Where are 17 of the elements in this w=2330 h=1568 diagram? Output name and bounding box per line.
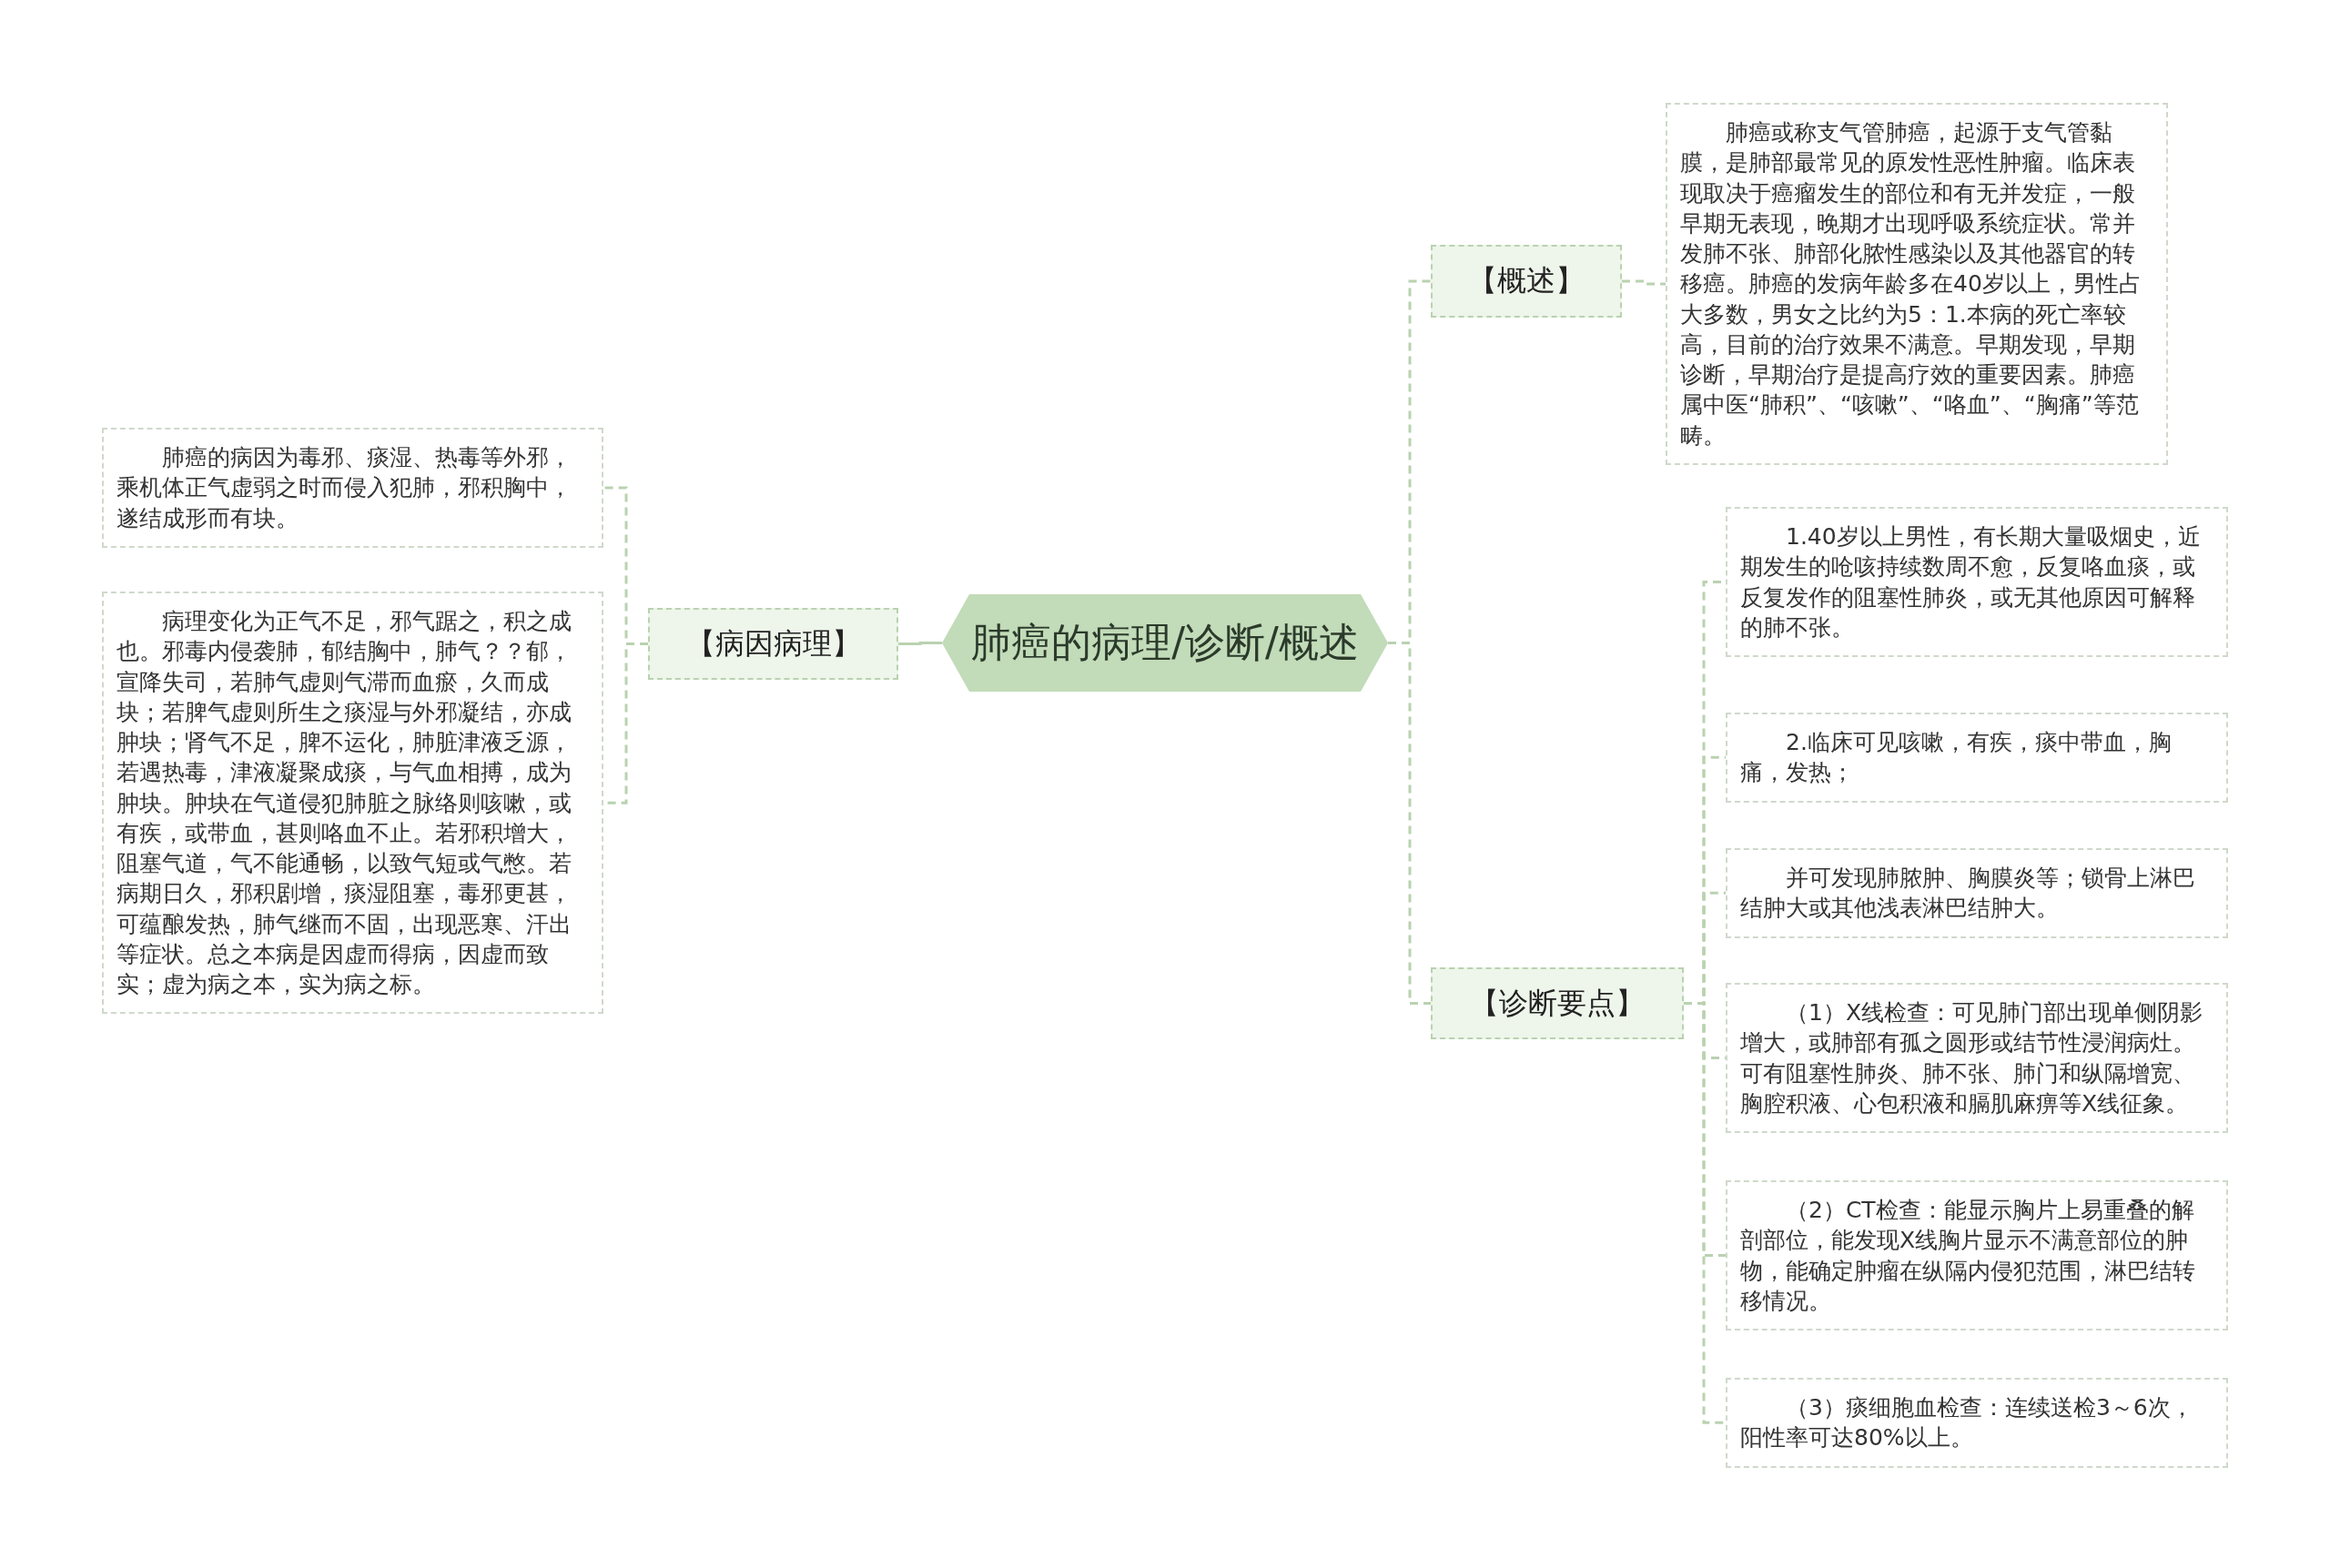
text-card: 病理变化为正气不足，邪气踞之，积之成也。邪毒内侵袭肺，郁结胸中，肺气？？郁，宣降失司，若肺气虚则气滞而血瘀，久而成块；若脾气虚则所生之痰湿与外邪凝结，亦成肿块；肾气不足，脾不运化，肺脏津液乏源，若遇热毒，津液凝聚成痰，与气血相搏，成为肿块。肿块在气道侵犯肺脏之脉络则咳嗽，或有疾，或带血，甚则咯血不止。若邪积增大，阻塞气道，气不能通畅，以致气短或气憋。若病期日久，邪积剧增，痰湿阻塞，毒邪更甚，可蕴酿发热，肺气继而不固，出现恶寒、汗出等症状。总之本病是因虚而得病，因虚而致实；虚为病之本，实为病之标。 — [102, 592, 603, 1015]
branch-topic: 【诊断要点】 — [1431, 967, 1684, 1039]
central-topic: 肺癌的病理/诊断/概述 — [942, 594, 1388, 692]
branch-topic: 【病因病理】 — [648, 608, 898, 680]
branch-topic: 【概述】 — [1431, 245, 1622, 318]
text-card: 肺癌或称支气管肺癌，起源于支气管黏膜，是肺部最常见的原发性恶性肿瘤。临床表现取决于癌瘤发生的部位和有无并发症，一般早期无表现，晚期才出现呼吸系统症状。常并发肺不张、肺部化脓性感染以及其他器官的转移癌。肺癌的发病年龄多在40岁以上，男性占大多数，男女之比约为5：1.本病的死亡率较高，目前的治疗效果不满意。早期发现，早期诊断，早期治疗是提高疗效的重要因素。肺癌属中医“肺积”、“咳嗽”、“咯血”、“胸痛”等范畴。 — [1666, 103, 2168, 465]
text-card: （3）痰细胞血检查：连续送检3～6次，阳性率可达80%以上。 — [1726, 1378, 2228, 1468]
text-card: 肺癌的病因为毒邪、痰湿、热毒等外邪，乘机体正气虚弱之时而侵入犯肺，邪积胸中，遂结成形而有块。 — [102, 428, 603, 548]
text-card: （1）X线检查：可见肺门部出现单侧阴影增大，或肺部有孤之圆形或结节性浸润病灶。可有阻塞性肺炎、肺不张、肺门和纵隔增宽、胸腔积液、心包积液和膈肌麻痹等X线征象。 — [1726, 983, 2228, 1133]
connector-line — [1388, 642, 1431, 1005]
connector-line — [1684, 1002, 1726, 1424]
connector-line — [1622, 279, 1666, 286]
connector-line — [898, 642, 942, 645]
text-card: 2.临床可见咳嗽，有疾，痰中带血，胸痛，发热； — [1726, 713, 2228, 803]
text-card: 并可发现肺脓肿、胸膜炎等；锁骨上淋巴结肿大或其他浅表淋巴结肿大。 — [1726, 848, 2228, 938]
text-card: （2）CT检查：能显示胸片上易重叠的解剖部位，能发现X线胸片显示不满意部位的肿物，能确定肿瘤在纵隔内侵犯范围，淋巴结转移情况。 — [1726, 1180, 2228, 1330]
text-card: 1.40岁以上男性，有长期大量吸烟史，近期发生的呛咳持续数周不愈，反复咯血痰，或反复发作的阻塞性肺炎，或无其他原因可解释的肺不张。 — [1726, 507, 2228, 657]
